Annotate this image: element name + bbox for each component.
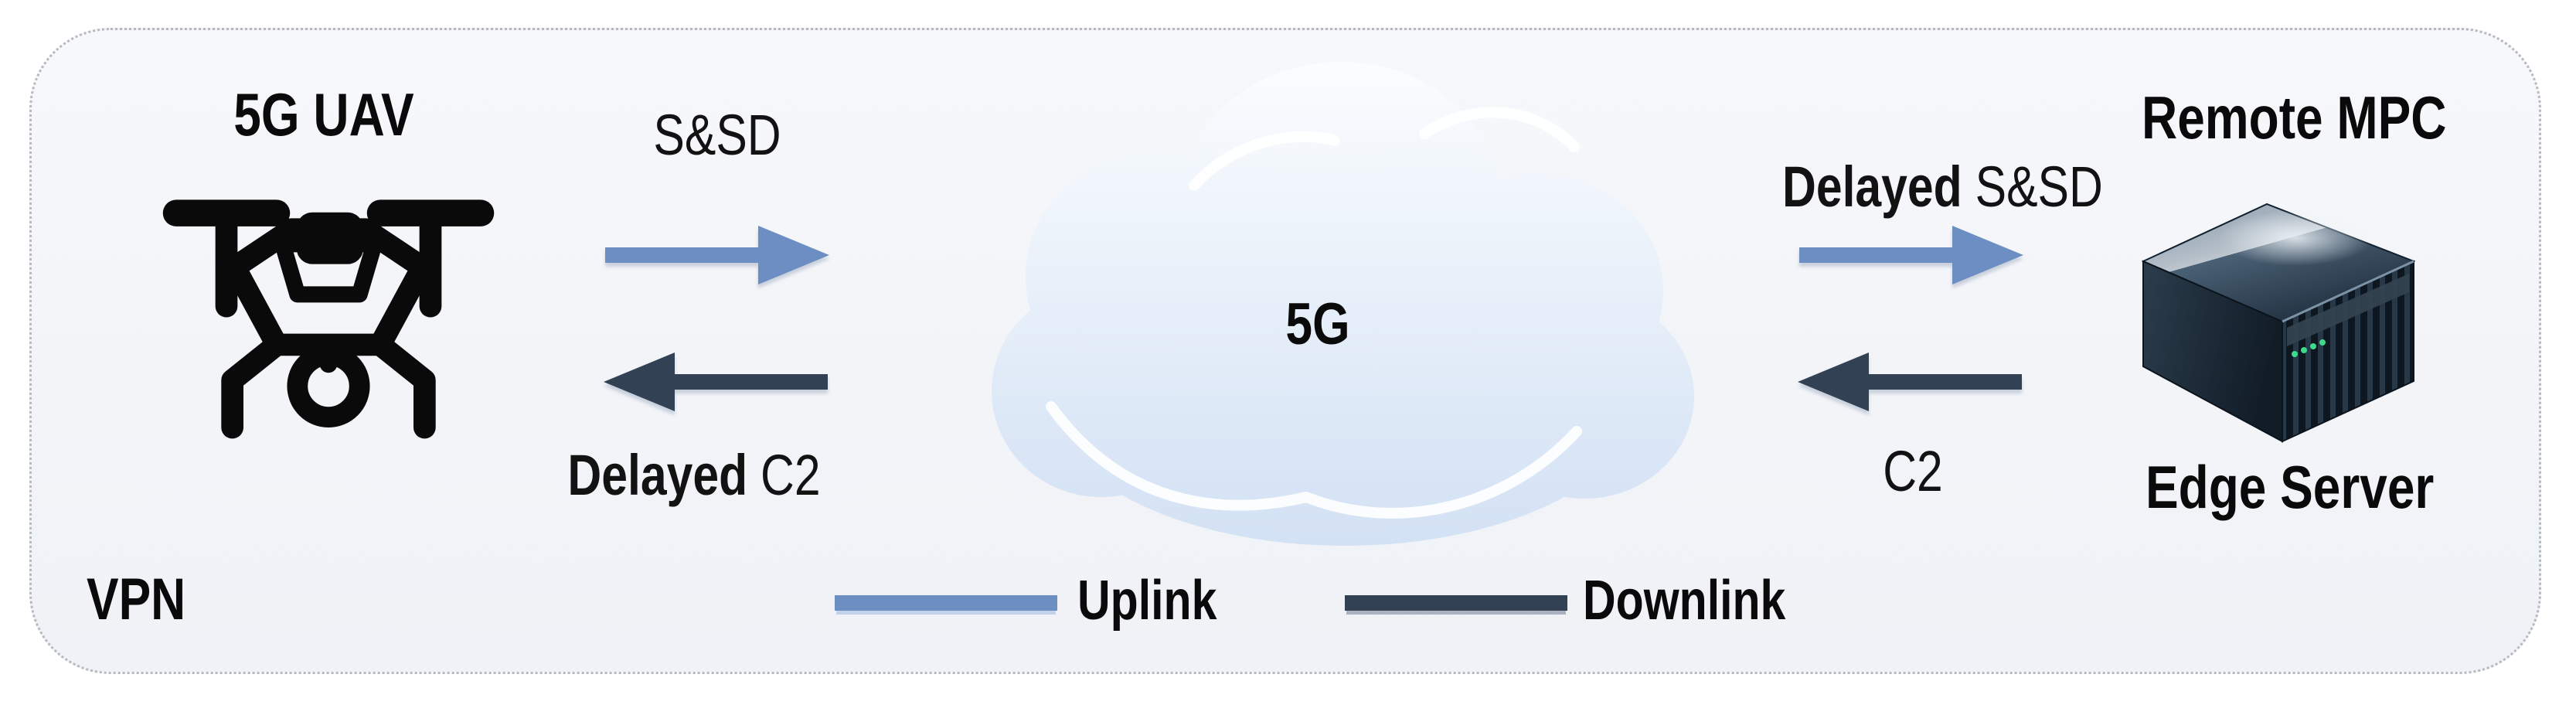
flow-label-delayed-c2-rest: C2 bbox=[747, 443, 821, 507]
remote-mpc-title: Remote MPC bbox=[2142, 83, 2447, 152]
uav-title: 5G UAV bbox=[233, 80, 414, 148]
cloud-label: 5G bbox=[1285, 291, 1350, 357]
flow-label-delayed-c2-bold: Delayed bbox=[567, 443, 748, 507]
drone-icon bbox=[158, 172, 499, 447]
flow-label-c2: C2 bbox=[1883, 439, 1943, 503]
vpn-label: VPN bbox=[87, 567, 186, 632]
flow-label-delayed-ssd-rest: S&SD bbox=[1962, 155, 2103, 219]
flow-label-delayed-c2: Delayed C2 bbox=[567, 445, 821, 506]
uplink-arrow-uav-to-cloud bbox=[605, 221, 829, 293]
flow-label-delayed-ssd: Delayed S&SD bbox=[1782, 155, 2103, 219]
uplink-arrow-cloud-to-server bbox=[1799, 221, 2023, 293]
cloud-icon bbox=[962, 45, 1727, 551]
flow-label-ssd: S&SD bbox=[653, 103, 781, 167]
downlink-arrow-server-to-cloud bbox=[1798, 348, 2022, 420]
legend-downlink-label: Downlink bbox=[1583, 570, 1786, 632]
flow-label-delayed-ssd-bold: Delayed bbox=[1782, 155, 1962, 219]
server-rack-image bbox=[2129, 190, 2431, 445]
legend-uplink-label: Uplink bbox=[1077, 570, 1217, 632]
legend-downlink-swatch bbox=[1345, 595, 1567, 611]
legend-uplink-swatch bbox=[835, 595, 1057, 611]
downlink-arrow-cloud-to-uav bbox=[604, 348, 828, 420]
edge-server-caption: Edge Server bbox=[2146, 453, 2435, 521]
